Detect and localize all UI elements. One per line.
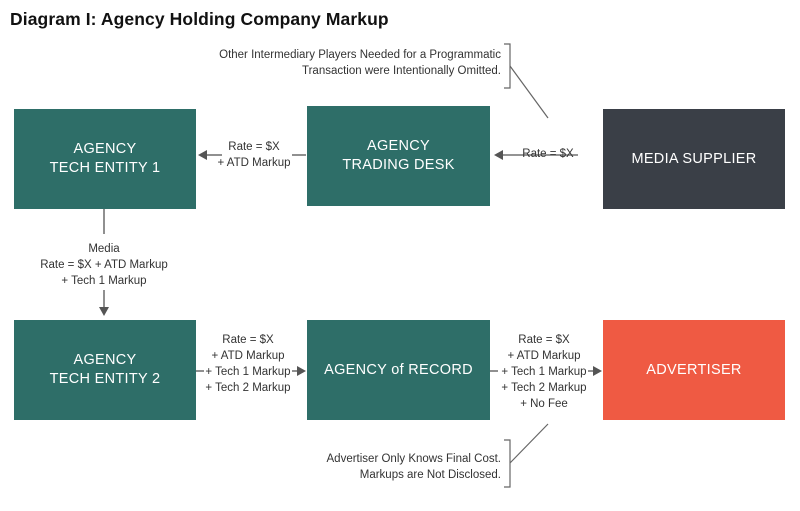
top-note-bracket [504,43,511,89]
box-agency-of-record-label: AGENCY of RECORD [324,361,473,378]
box-agency-tech-entity-1-label: AGENCY TECH ENTITY 1 [49,141,161,176]
arrow-head-to-desk [494,150,503,160]
top-note: Other Intermediary Players Needed for a … [219,49,501,77]
arrow-head-to-tech1 [198,150,207,160]
box-advertiser-label: ADVERTISER [646,361,742,378]
box-advertiser: ADVERTISER [603,320,785,420]
box-agency-trading-desk-label: AGENCY TRADING DESK [342,138,455,173]
label-tech2-to-aor: Rate = $X + ATD Markup + Tech 1 Markup +… [205,334,291,394]
box-media-supplier: MEDIA SUPPLIER [603,109,785,209]
top-note-pointer [509,65,549,119]
box-agency-tech-entity-2: AGENCY TECH ENTITY 2 [14,320,196,420]
label-desk-to-tech1: Rate = $X + ATD Markup [217,141,291,169]
box-agency-tech-entity-2-label: AGENCY TECH ENTITY 2 [49,352,161,387]
arrow-head-to-advertiser [593,366,602,376]
bottom-note-pointer [509,423,549,464]
box-agency-trading-desk: AGENCY TRADING DESK [307,106,490,206]
bottom-note: Advertiser Only Knows Final Cost. Markup… [326,453,501,481]
arrow-head-to-aor [297,366,306,376]
box-agency-of-record: AGENCY of RECORD [307,320,490,420]
box-media-supplier-label: MEDIA SUPPLIER [631,150,757,167]
bottom-note-bracket [504,439,511,488]
box-agency-tech-entity-1: AGENCY TECH ENTITY 1 [14,109,196,209]
diagram-title: Diagram I: Agency Holding Company Markup [10,9,389,29]
label-aor-to-advertiser: Rate = $X + ATD Markup + Tech 1 Markup +… [501,334,587,410]
label-supplier-to-desk: Rate = $X [522,148,574,160]
arrow-head-to-tech2 [99,307,109,316]
label-tech1-to-tech2: Media Rate = $X + ATD Markup + Tech 1 Ma… [40,243,168,287]
